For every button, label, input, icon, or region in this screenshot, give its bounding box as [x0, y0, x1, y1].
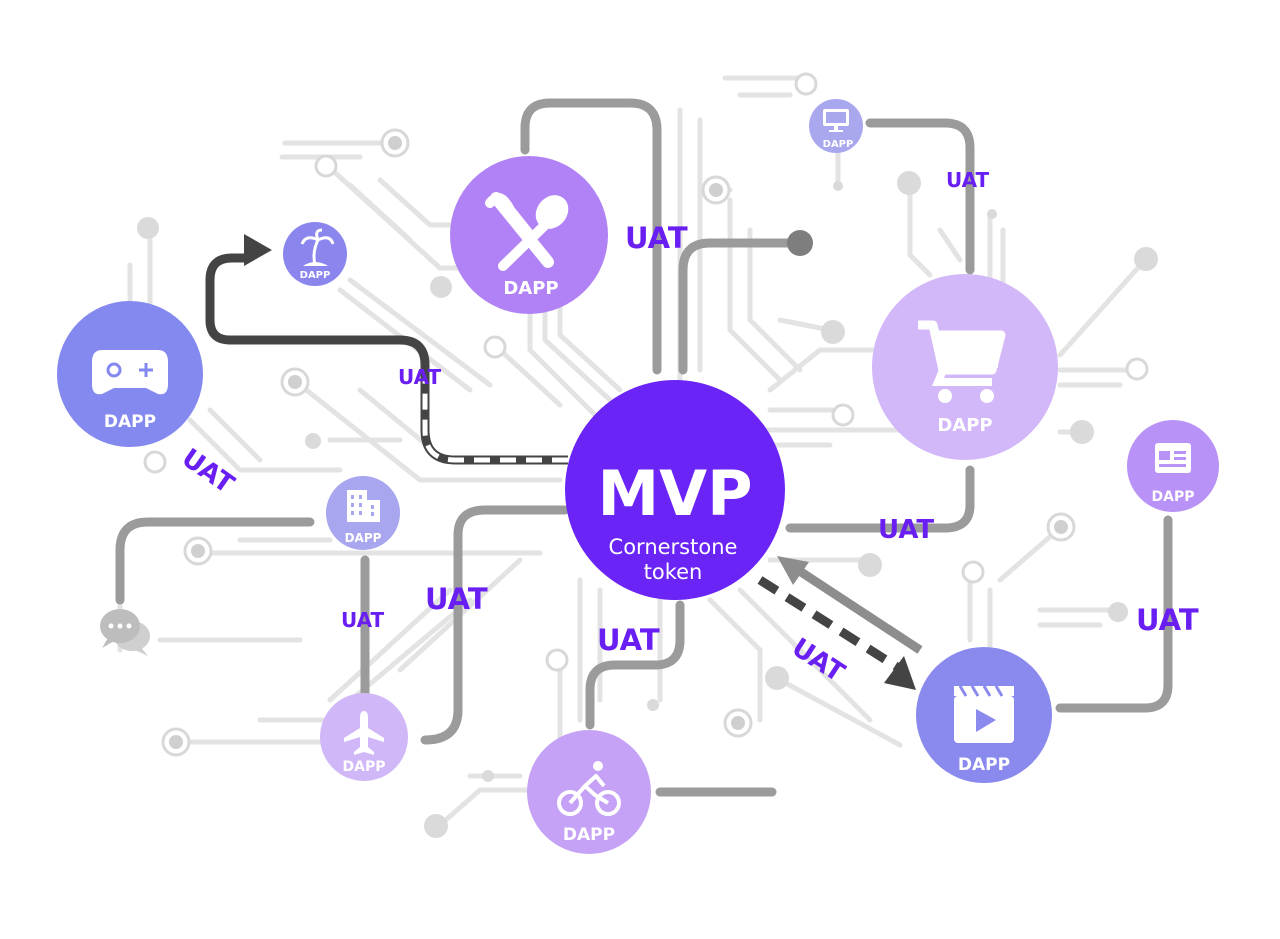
uat-label-building: UAT	[341, 608, 385, 632]
gamepad-icon	[92, 350, 168, 395]
dapp-node-game: DAPP	[57, 301, 203, 447]
uat-label-video: UAT	[786, 633, 850, 689]
dapp-label-game: DAPP	[104, 412, 156, 432]
uat-label-bike: UAT	[597, 623, 660, 657]
dapp-label-food: DAPP	[503, 278, 558, 299]
mvp-subtitle-line1: Cornerstone	[609, 535, 738, 559]
dapp-label-island: DAPP	[300, 270, 331, 281]
uat-label-island: UAT	[398, 365, 442, 389]
dapp-node-plane: DAPP	[320, 693, 408, 781]
dapp-node-building: DAPP	[326, 476, 400, 550]
dapp-node-monitor: DAPP	[809, 99, 863, 153]
uat-label-food: UAT	[625, 221, 688, 255]
uat-label-news: UAT	[1136, 603, 1199, 637]
dapp-node-cart: DAPP	[872, 274, 1058, 460]
building-icon	[347, 490, 380, 522]
dapp-node-bike: DAPP	[527, 730, 651, 854]
dapp-node-video: DAPP	[916, 647, 1052, 783]
news-icon	[1155, 443, 1191, 473]
palm-tree-icon	[300, 228, 335, 266]
mvp-hub-circle	[565, 380, 785, 600]
dapp-node-news: DAPP	[1127, 420, 1219, 512]
cyclist-icon	[557, 761, 621, 816]
dapp-label-plane: DAPP	[343, 759, 386, 775]
mvp-subtitle-line2: token	[644, 560, 703, 584]
dapp-node-island: DAPP	[283, 222, 347, 286]
background-circuit	[117, 72, 1158, 838]
chat-bubbles-icon	[100, 609, 150, 656]
dapp-label-cart: DAPP	[937, 415, 992, 436]
monitor-icon	[823, 109, 849, 132]
uat-label-monitor: UAT	[946, 168, 990, 192]
uat-label-cart: UAT	[878, 515, 934, 545]
uat-label-game: UAT	[176, 443, 239, 500]
dapp-label-video: DAPP	[958, 755, 1010, 775]
airplane-icon	[344, 711, 384, 755]
mvp-hub: MVP Cornerstone token	[565, 380, 785, 600]
shopping-cart-icon	[918, 320, 1006, 403]
flow-arrows	[205, 234, 923, 690]
dapp-label-bike: DAPP	[563, 825, 615, 845]
video-play-icon	[954, 685, 1014, 743]
uat-label-plane: UAT	[425, 582, 488, 616]
chat-node	[100, 609, 150, 656]
dapp-label-building: DAPP	[345, 531, 382, 545]
mvp-title: MVP	[597, 457, 752, 530]
dapp-label-monitor: DAPP	[823, 139, 854, 150]
dapp-label-news: DAPP	[1152, 489, 1195, 505]
connectors	[115, 98, 1173, 797]
dapp-node-food: DAPP	[450, 156, 608, 314]
fork-spoon-icon	[485, 192, 569, 271]
